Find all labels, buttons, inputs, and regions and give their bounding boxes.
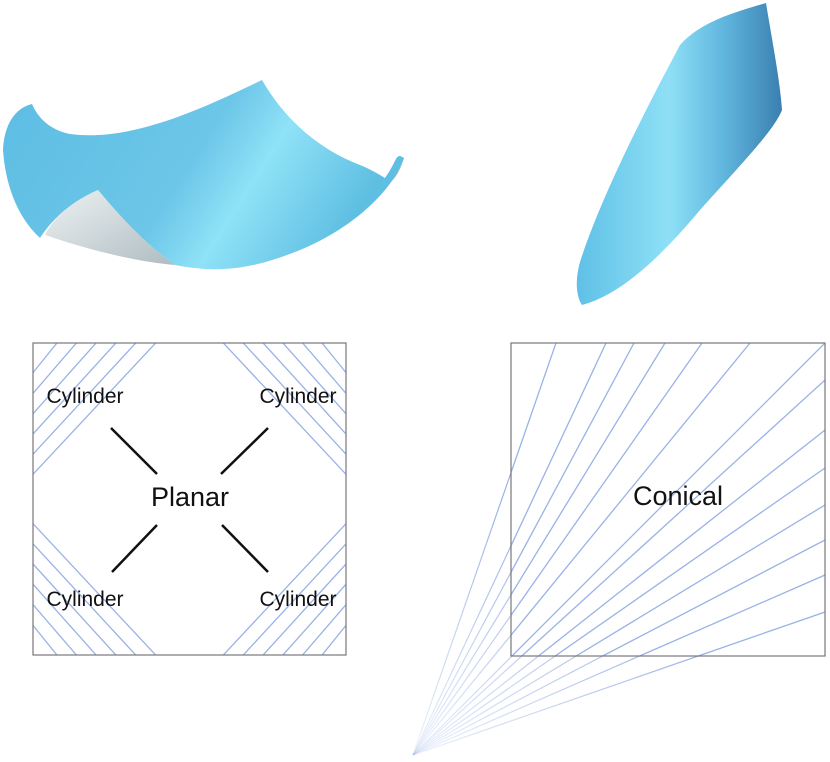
cone-ruling-line-outside [412,472,512,756]
cone-ruling-line-outside [412,655,539,756]
saddle-underside [45,190,175,265]
connector-line-top-right [220,427,269,475]
cone-ruling-line-inside [511,343,825,656]
conical-panel-frame [510,342,826,657]
cone-ruling-line-inside [602,539,825,656]
cylinder-ruling-line-bottom-left [33,563,117,655]
cylinder-ruling-line-top-right [262,343,346,435]
cylinder-label-top-left: Cylinder [46,385,123,408]
cone-ruling-lines-outside [412,472,699,756]
cylinder-ruling-line-top-right [242,343,346,456]
cone-ruling-line-outside [412,655,577,756]
cone-ruling-line-outside [412,655,523,756]
cone-ruling-line-inside [575,504,825,656]
saddle-surface-illustration [3,80,404,270]
cylinder-label-bottom-right: Cylinder [259,588,336,611]
cone-ruling-line-inside [554,467,825,656]
cone-ruling-line-inside [521,379,825,656]
cone-ruling-line-inside [511,343,703,616]
cone-ruling-line-inside [511,343,666,596]
cone-ruling-line-inside [639,574,825,656]
cone-ruling-line-inside [511,343,607,547]
cone-ruling-lines-inside [511,343,825,656]
cylinder-ruling-line-bottom-right [262,563,346,655]
cylinder-ruling-line-top-right [321,343,346,374]
cone-body [576,3,782,305]
cylinder-ruling-line-top-right [222,343,346,476]
cone-ruling-line-inside [511,343,557,473]
cylinder-ruling-line-bottom-right [321,624,346,655]
cone-ruling-line-outside [412,655,513,756]
cone-ruling-line-outside [412,655,640,756]
cylinder-label-bottom-left: Cylinder [46,588,123,611]
cone-surface-illustration [576,3,782,305]
cylinder-ruling-line-bottom-right [222,522,346,655]
saddle-top-surface [3,80,404,270]
cylinder-label-top-right: Cylinder [259,385,336,408]
cone-ruling-line-outside [412,594,512,756]
connector-line-top-left [110,427,158,475]
cylinder-ruling-line-top-left [33,343,117,435]
cylinder-ruling-line-top-left [33,343,157,476]
cone-ruling-line-outside [412,634,512,756]
planar-panel-frame [32,342,347,656]
cylinder-ruling-line-bottom-left [33,624,58,655]
planar-label: Planar [151,482,229,512]
conical-panel: Conical [412,342,826,756]
cone-ruling-line-inside [698,611,825,656]
cylinder-ruling-line-bottom-left [33,522,157,655]
cone-ruling-line-inside [511,343,751,636]
cone-ruling-line-outside [412,572,512,756]
cylinder-ruling-line-bottom-right [242,542,346,655]
cylinder-ruling-line-top-left [33,343,58,374]
cylinder-ruling-line-top-right [282,343,346,415]
cone-ruling-line-outside [412,545,512,756]
cylinder-ruling-line-top-left [33,343,137,456]
cylinder-ruling-line-top-left [33,343,97,415]
cylinder-ruling-line-bottom-left [33,583,97,655]
cone-ruling-line-outside [412,655,603,756]
conical-label: Conical [633,481,723,511]
cone-ruling-line-inside [511,343,635,573]
cone-ruling-line-outside [412,655,699,756]
connector-line-bottom-left [111,524,158,573]
connector-line-bottom-right [221,524,269,573]
cylinder-ruling-line-bottom-left [33,542,137,655]
cone-ruling-line-outside [412,655,556,756]
cone-ruling-line-outside [412,614,512,756]
planar-cylinder-panel: Planar Cylinder Cylinder Cylinder Cylind… [32,342,347,656]
cylinder-ruling-lines [33,343,346,655]
cylinder-ruling-line-bottom-right [282,583,346,655]
cone-ruling-line-inside [538,429,825,656]
